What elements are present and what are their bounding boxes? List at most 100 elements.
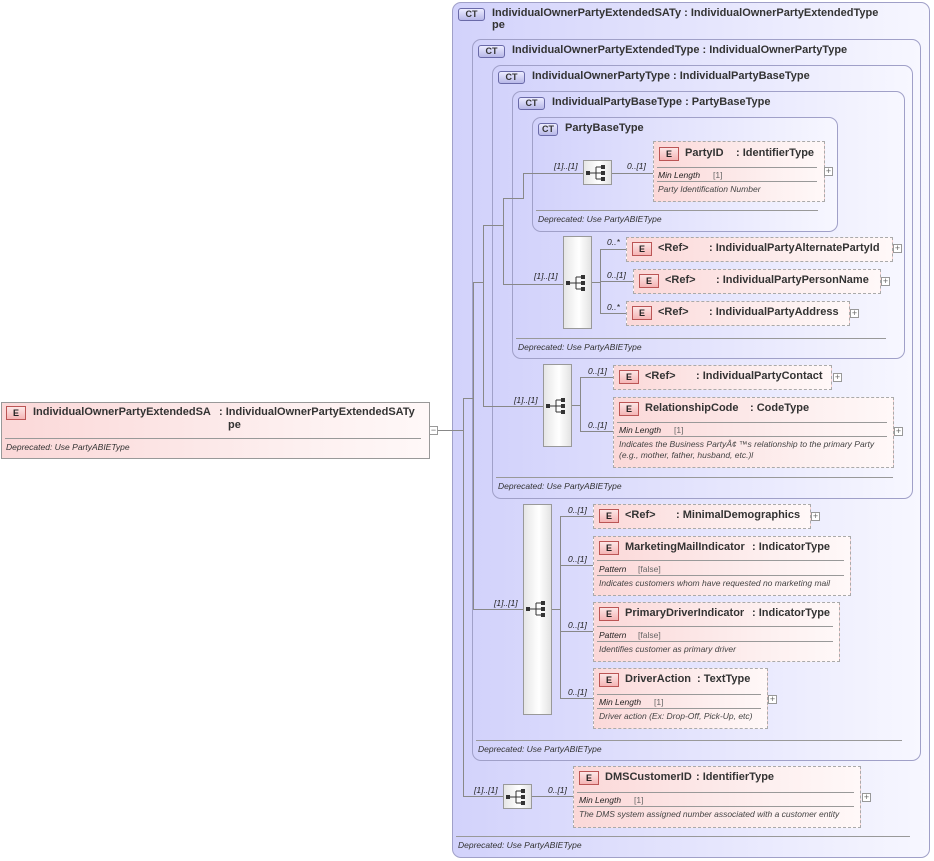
divider: [657, 181, 817, 182]
element-name: <Ref>: [665, 274, 696, 286]
element-description: Driver action (Ex: Drop-Off, Pick-Up, et…: [599, 711, 753, 721]
expand-icon[interactable]: +: [850, 308, 859, 318]
divider: [597, 626, 833, 627]
element-marketing-mail-indicator[interactable]: [593, 536, 851, 596]
element-type: : MinimalDemographics: [676, 509, 801, 521]
ct1-title: IndividualOwnerPartyExtendedSATy : Indiv…: [492, 7, 879, 19]
element-description: Indicates the Business PartyÂ¢ ™s relati…: [619, 439, 875, 449]
ct-badge-icon: CT: [518, 97, 545, 110]
element-badge-icon: E: [599, 673, 619, 687]
element-badge-icon: E: [659, 147, 679, 161]
ct4-title: IndividualPartyBaseType : PartyBaseType: [552, 96, 771, 108]
divider: [597, 641, 833, 642]
element-relationship-code[interactable]: [613, 397, 894, 468]
ct1-deprecated: Deprecated: Use PartyABIEType: [458, 840, 582, 850]
element-badge-icon: E: [579, 771, 599, 785]
collapse-icon[interactable]: −: [429, 425, 438, 435]
root-element-box[interactable]: [1, 402, 430, 459]
multiplicity: [1]..[1]: [474, 785, 498, 795]
connector: [483, 225, 504, 226]
divider: [496, 477, 893, 478]
expand-icon[interactable]: +: [824, 166, 833, 176]
connector: [473, 282, 474, 609]
expand-icon[interactable]: +: [768, 694, 777, 704]
multiplicity: 0..*: [607, 237, 620, 247]
connector: [463, 398, 474, 399]
divider: [617, 422, 887, 423]
connector: [572, 405, 581, 406]
element-type: : CodeType: [750, 402, 810, 414]
facet-value: [1]: [654, 697, 664, 707]
expand-icon[interactable]: +: [894, 426, 903, 436]
facet-key: Min Length: [658, 170, 701, 180]
expand-icon[interactable]: +: [881, 276, 890, 286]
ct4-deprecated: Deprecated: Use PartyABIEType: [518, 342, 642, 352]
sequence-icon: [546, 398, 565, 414]
element-badge-icon: E: [632, 306, 652, 320]
divider: [597, 575, 844, 576]
element-type: : IdentifierType: [696, 771, 775, 783]
connector: [463, 796, 503, 797]
element-type: : TextType: [697, 673, 751, 685]
divider: [597, 708, 761, 709]
element-badge-icon: E: [639, 274, 659, 288]
ct3-deprecated: Deprecated: Use PartyABIEType: [498, 481, 622, 491]
element-name: PartyID: [685, 147, 724, 159]
element-party-contact[interactable]: [613, 365, 832, 390]
ct-badge-icon: CT: [458, 8, 485, 21]
multiplicity: [1]..[1]: [534, 271, 558, 281]
ct2-title: IndividualOwnerPartyExtendedType : Indiv…: [512, 44, 848, 56]
element-minimal-demographics[interactable]: [593, 504, 811, 529]
element-description: Identifies customer as primary driver: [599, 644, 736, 654]
ct5-deprecated: Deprecated: Use PartyABIEType: [538, 214, 662, 224]
element-person-name[interactable]: [633, 269, 881, 294]
element-name: <Ref>: [658, 242, 689, 254]
element-driver-action[interactable]: [593, 668, 768, 729]
element-badge-icon: E: [599, 541, 619, 555]
divider: [456, 836, 910, 837]
connector: [438, 430, 464, 431]
element-name: <Ref>: [658, 306, 689, 318]
expand-icon[interactable]: +: [893, 243, 902, 253]
divider: [536, 210, 818, 211]
divider: [516, 338, 886, 339]
root-element-type: : IndividualOwnerPartyExtendedSATy: [219, 406, 415, 418]
element-name: DriverAction: [625, 673, 692, 685]
ct-badge-icon: CT: [538, 123, 558, 136]
element-party-id[interactable]: [653, 141, 825, 202]
divider: [577, 806, 854, 807]
multiplicity: 0..*: [607, 302, 620, 312]
element-description: Indicates customers whom have requested …: [599, 578, 831, 588]
element-address[interactable]: [626, 301, 850, 326]
ct2-deprecated: Deprecated: Use PartyABIEType: [478, 744, 602, 754]
sequence-icon: [526, 601, 545, 617]
multiplicity: 0..[1]: [588, 366, 607, 376]
element-type: : IndicatorType: [752, 541, 831, 553]
expand-icon[interactable]: +: [862, 792, 871, 802]
connector: [600, 249, 627, 250]
element-type: : IndividualPartyAlternatePartyId: [709, 242, 880, 254]
element-type: : IndividualPartyPersonName: [716, 274, 869, 286]
element-dms-customer-id[interactable]: [573, 766, 861, 828]
facet-value: [1]: [674, 425, 684, 435]
root-element-type-wrap: pe: [228, 419, 241, 431]
element-description: The DMS system assigned number associate…: [579, 809, 840, 819]
connector: [560, 698, 594, 699]
element-name: <Ref>: [625, 509, 656, 521]
expand-icon[interactable]: +: [811, 511, 820, 521]
connector: [483, 225, 484, 406]
connector: [503, 198, 504, 284]
element-badge-icon: E: [6, 406, 26, 420]
element-name: PrimaryDriverIndicator: [625, 607, 745, 619]
element-badge-icon: E: [599, 607, 619, 621]
root-deprecated: Deprecated: Use PartyABIEType: [6, 442, 130, 452]
connector: [580, 431, 614, 432]
element-alternate-party-id[interactable]: [626, 237, 893, 262]
element-primary-driver-indicator[interactable]: [593, 602, 840, 662]
element-name: RelationshipCode: [645, 402, 739, 414]
connector: [503, 198, 524, 199]
ct-badge-icon: CT: [498, 71, 525, 84]
expand-icon[interactable]: +: [833, 372, 842, 382]
connector: [523, 173, 583, 174]
divider: [476, 740, 902, 741]
